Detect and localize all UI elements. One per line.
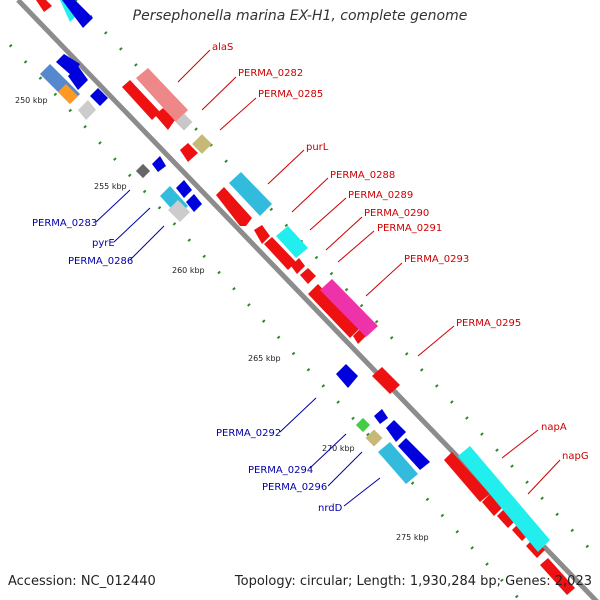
reverse-feature-track xyxy=(40,64,418,484)
gene-block xyxy=(168,200,190,222)
gene-arrow xyxy=(264,237,296,270)
gene-arrow xyxy=(291,258,305,274)
gene-block xyxy=(365,429,383,447)
gene-arrow xyxy=(36,0,52,12)
gene-label[interactable]: PERMA_0295 xyxy=(456,318,521,329)
kbp-tick-label: 265 kbp xyxy=(248,354,281,363)
tick-guide-outer xyxy=(73,0,600,562)
gene-arrow xyxy=(180,143,198,162)
gene-arrow xyxy=(482,494,502,516)
gene-block xyxy=(276,226,308,258)
kbp-tick-label: 275 kbp xyxy=(396,533,429,542)
gene-arrow xyxy=(254,225,270,244)
gene-arrow xyxy=(216,187,252,226)
gene-block xyxy=(355,417,371,433)
gene-arrow xyxy=(90,88,108,106)
gene-arrow xyxy=(152,156,166,172)
gene-arrow xyxy=(308,284,360,338)
label-leader xyxy=(267,149,305,185)
gene-block xyxy=(192,134,212,154)
gene-arrow xyxy=(444,452,490,502)
gene-block xyxy=(78,100,96,120)
label-leader xyxy=(365,262,403,297)
gene-arrow xyxy=(374,409,388,424)
accession-text: Accession: NC_012440 xyxy=(8,574,156,589)
label-leader xyxy=(501,429,539,459)
label-leader xyxy=(129,225,165,261)
label-leader xyxy=(291,177,329,213)
map-title: Persephonella marina EX-H1, complete gen… xyxy=(132,8,468,24)
gene-label[interactable]: PERMA_0283 xyxy=(32,218,97,229)
label-leader xyxy=(417,325,455,357)
gene-label[interactable]: PERMA_0296 xyxy=(262,482,327,493)
tick-guide-inner xyxy=(8,43,522,600)
gene-label[interactable]: PERMA_0286 xyxy=(68,256,133,267)
gene-label[interactable]: PERMA_0290 xyxy=(364,208,429,219)
gene-arrow xyxy=(386,420,406,442)
gene-block xyxy=(175,113,193,131)
gene-block xyxy=(378,442,418,484)
gene-block xyxy=(58,84,78,104)
label-leader xyxy=(95,189,131,223)
label-leader xyxy=(177,49,211,83)
label-leader xyxy=(309,197,347,231)
gene-label[interactable]: nrdD xyxy=(318,503,343,514)
gene-arrow xyxy=(497,508,516,528)
gene-label[interactable]: PERMA_0285 xyxy=(258,89,323,100)
label-leader xyxy=(113,207,151,243)
gene-arrow xyxy=(68,66,88,90)
gene-arrow xyxy=(186,194,202,212)
gene-arrow xyxy=(155,108,175,130)
kbp-tick-label: 250 kbp xyxy=(15,96,48,105)
label-leader xyxy=(219,97,257,131)
kbp-tick-label: 270 kbp xyxy=(322,444,355,453)
gene-arrow xyxy=(398,438,430,470)
gene-block xyxy=(229,172,272,216)
gene-block xyxy=(458,446,550,552)
label-leader xyxy=(337,230,375,263)
gene-block xyxy=(320,279,378,337)
label-leader xyxy=(343,477,381,507)
kbp-tick-label: 255 kbp xyxy=(94,182,127,191)
label-leader xyxy=(527,459,561,495)
gene-label[interactable]: napG xyxy=(562,451,589,462)
gene-label[interactable]: napA xyxy=(541,422,567,433)
gene-label[interactable]: PERMA_0282 xyxy=(238,68,303,79)
gene-arrow xyxy=(540,558,575,595)
forward-label-leaders xyxy=(177,49,561,495)
genome-summary-text: Topology: circular; Length: 1,930,284 bp… xyxy=(234,574,592,589)
gene-block xyxy=(135,163,151,179)
gene-block xyxy=(136,68,188,122)
gene-label[interactable]: PERMA_0293 xyxy=(404,254,469,265)
gene-arrow xyxy=(300,268,316,284)
reverse-gene-track xyxy=(56,0,430,470)
gene-arrow xyxy=(336,364,358,388)
label-leader xyxy=(327,451,363,487)
gene-arrow xyxy=(372,367,400,394)
gene-label[interactable]: PERMA_0291 xyxy=(377,223,442,234)
gene-label[interactable]: PERMA_0288 xyxy=(330,170,395,181)
label-leader xyxy=(279,397,317,433)
gene-label[interactable]: alaS xyxy=(212,42,233,53)
kbp-tick-label: 260 kbp xyxy=(172,266,205,275)
gene-label[interactable]: purL xyxy=(306,142,329,153)
gene-label[interactable]: PERMA_0294 xyxy=(248,465,313,476)
reverse-label-leaders xyxy=(95,189,381,507)
label-leader xyxy=(201,76,237,111)
gene-arrow xyxy=(176,180,192,198)
label-leader xyxy=(325,216,363,251)
gene-label[interactable]: PERMA_0289 xyxy=(348,190,413,201)
gene-label[interactable]: pyrE xyxy=(92,238,115,249)
gene-label[interactable]: PERMA_0292 xyxy=(216,428,281,439)
gene-arrow xyxy=(122,80,160,120)
label-leader xyxy=(309,433,347,469)
gene-arrow xyxy=(62,0,93,28)
